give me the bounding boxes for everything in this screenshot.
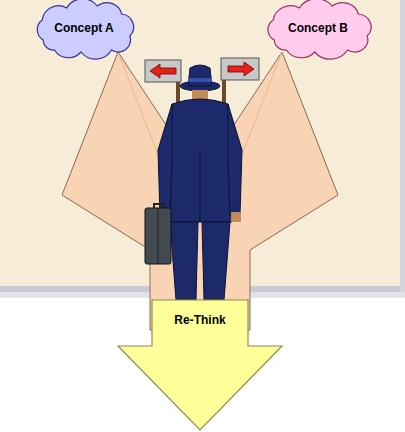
sign-arrow-right [228,62,254,76]
concept-cloud: Concept A [28,0,140,58]
rethink-arrow: Re-Think [88,300,312,432]
node-label: Re-Think [152,314,248,328]
wall-edge [400,0,405,292]
rethink-arrow-path [118,300,282,430]
node-label: Concept A [28,22,140,36]
concept-cloud: Concept B [258,0,378,58]
sign-arrow-left [150,64,176,78]
fork-path [62,52,338,330]
node-label: Concept B [258,22,378,36]
sign-board [221,58,259,80]
man-figure [145,65,242,310]
sign-board [145,60,181,82]
